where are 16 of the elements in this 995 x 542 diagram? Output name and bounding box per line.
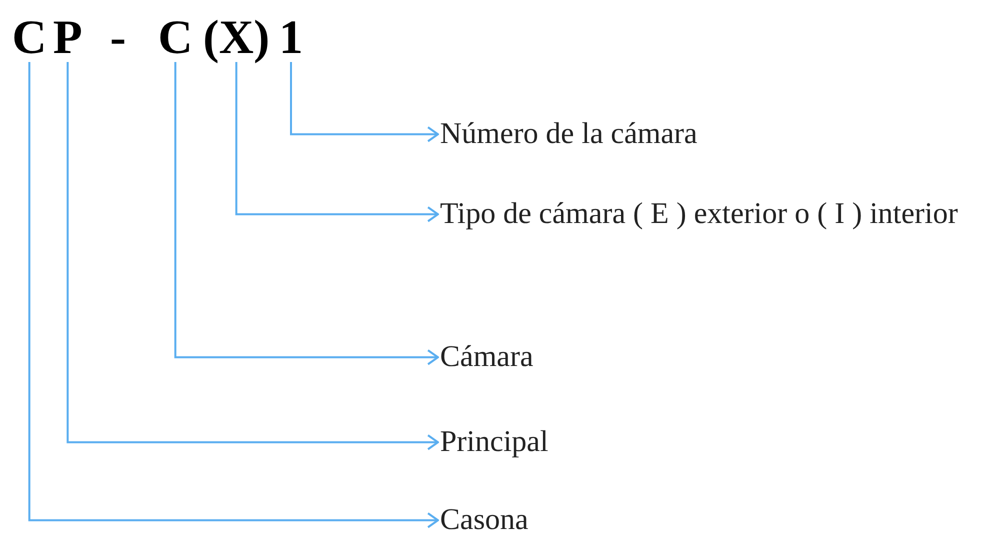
code-character: (X): [203, 14, 270, 62]
code-character: 1: [279, 14, 303, 62]
code-character: C: [12, 14, 47, 62]
leader-arrow: [66, 62, 439, 450]
leader-arrow: [290, 62, 439, 142]
leader-arrow: [28, 62, 439, 528]
description-text: Casona: [440, 494, 840, 542]
hyphen-separator: -: [110, 14, 126, 62]
leader-arrow: [174, 62, 439, 366]
code-character: C: [158, 14, 193, 62]
code-character: P: [53, 14, 82, 62]
leader-arrow: [235, 62, 439, 222]
description-text: Cámara: [440, 331, 840, 384]
description-text: Principal: [440, 416, 840, 468]
description-text: Número de la cámara: [440, 108, 940, 160]
description-text: Tipo de cámara ( E ) exterior o ( I ) interior: [440, 188, 985, 240]
